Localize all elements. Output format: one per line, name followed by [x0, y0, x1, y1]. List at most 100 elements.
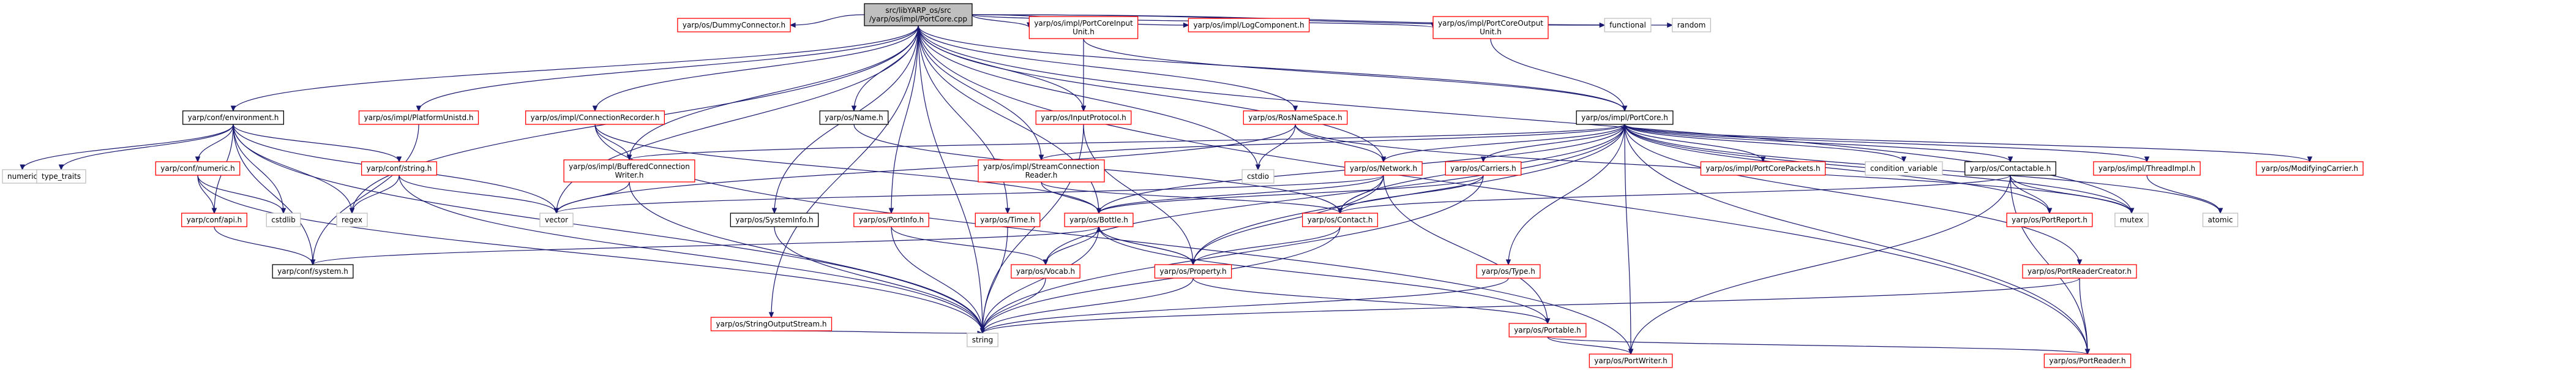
- node-vector: vector: [539, 213, 574, 227]
- edge: [1380, 124, 1625, 163]
- edge-root-to-pcinput: [972, 14, 1030, 28]
- edge: [20, 124, 234, 171]
- node-box: [1301, 213, 1379, 227]
- node-box: [1476, 264, 1541, 279]
- node-modcarrier[interactable]: yarp/os/ModifyingCarrier.h: [2256, 161, 2364, 176]
- edge: [918, 25, 1298, 112]
- edge-conf_env-to-type_traits: [61, 124, 234, 170]
- edge-arrowhead: [1038, 154, 1044, 161]
- node-stringos[interactable]: yarp/os/StringOutputStream.h: [710, 317, 833, 331]
- edge-network-to-property: [1193, 175, 1384, 265]
- edge-confnumeric-to-confapi: [197, 175, 215, 214]
- edge-contact-to-property: [1193, 226, 1341, 265]
- node-box: [563, 159, 695, 183]
- node-confapi[interactable]: yarp/conf/api.h: [181, 213, 247, 227]
- node-box: [2006, 213, 2093, 227]
- edge: [1080, 38, 1087, 112]
- node-portreport[interactable]: yarp/os/PortReport.h: [2006, 213, 2093, 227]
- node-time[interactable]: yarp/os/Time.h: [975, 213, 1041, 227]
- edge-arrowhead: [396, 156, 402, 163]
- edge-portable-to-portreader: [1547, 336, 2088, 355]
- node-sysinfo[interactable]: yarp/os/SystemInfo.h: [730, 213, 819, 227]
- edge: [1624, 124, 1634, 355]
- node-box: [2114, 213, 2149, 227]
- node-label: Writer.h: [615, 171, 644, 179]
- edge-portcore-to-contactable: [1624, 124, 2011, 162]
- node-name[interactable]: yarp/os/Name.h: [819, 110, 889, 125]
- node-carriers[interactable]: yarp/os/Carriers.h: [1445, 161, 1522, 176]
- node-portable[interactable]: yarp/os/Portable.h: [1508, 323, 1587, 338]
- edge-conf_env-to-numeric: [21, 124, 234, 170]
- node-portcore[interactable]: yarp/os/impl/PortCore.h: [1576, 110, 1674, 125]
- edge-streamconn-to-bottle: [1041, 181, 1099, 214]
- node-box: [2093, 161, 2201, 176]
- edge-conf_env-to-cstdlib: [233, 124, 284, 214]
- node-network[interactable]: yarp/os/Network.h: [1344, 161, 1423, 176]
- edge-arrowhead: [1096, 208, 1102, 214]
- edge-arrowhead: [771, 208, 777, 214]
- edge-portcore-to-pcpackets: [1624, 124, 1764, 162]
- node-box: [1445, 161, 1522, 176]
- edge-platunistd-to-confsystem: [312, 124, 419, 265]
- edge-confstring-to-regex: [351, 175, 400, 214]
- edge: [197, 175, 986, 334]
- node-box: [36, 169, 86, 184]
- node-box: [1188, 18, 1310, 32]
- node-label: yarp/os/PortReaderCreator.h: [2027, 267, 2132, 276]
- edge: [233, 124, 986, 334]
- node-inputproto[interactable]: yarp/os/InputProtocol.h: [1035, 110, 1132, 125]
- node-root[interactable]: src/libYARP_os/src/yarp/os/impl/PortCore…: [864, 3, 973, 26]
- node-confnumeric[interactable]: yarp/conf/numeric.h: [155, 161, 241, 176]
- node-threadimpl[interactable]: yarp/os/impl/ThreadImpl.h: [2093, 161, 2201, 176]
- node-portwriter[interactable]: yarp/os/PortWriter.h: [1589, 353, 1673, 368]
- edge-arrowhead: [211, 208, 217, 214]
- edge-arrowhead: [349, 208, 355, 214]
- node-box: [336, 213, 368, 227]
- node-box: [967, 333, 998, 347]
- edge-arrowhead: [1901, 156, 1907, 163]
- node-label: mutex: [2120, 216, 2143, 224]
- edge-portcore-to-modcarrier: [1624, 124, 2310, 162]
- edge: [1043, 226, 1099, 266]
- node-label: yarp/os/PortInfo.h: [859, 216, 924, 224]
- node-dummyconn[interactable]: yarp/os/DummyConnector.h: [677, 18, 791, 32]
- node-conf-env[interactable]: yarp/conf/environment.h: [182, 110, 285, 125]
- node-contact[interactable]: yarp/os/Contact.h: [1301, 213, 1379, 227]
- edge: [768, 25, 919, 319]
- node-logcomp[interactable]: yarp/os/impl/LogComponent.h: [1188, 18, 1310, 32]
- node-connrec[interactable]: yarp/os/impl/ConnectionRecorder.h: [525, 110, 665, 125]
- node-box: [1576, 110, 1674, 125]
- node-pcpackets[interactable]: yarp/os/impl/PortCorePackets.h: [1700, 161, 1826, 176]
- edge-arrowhead: [1544, 318, 1551, 325]
- file-nodes: src/libYARP_os/src/yarp/os/impl/PortCore…: [2, 3, 2364, 368]
- node-vocab[interactable]: yarp/os/Vocab.h: [1011, 264, 1080, 279]
- node-confsystem[interactable]: yarp/conf/system.h: [272, 264, 354, 279]
- node-contactable[interactable]: yarp/os/Contactable.h: [1964, 161, 2056, 176]
- node-box: [864, 3, 973, 26]
- node-portreader[interactable]: yarp/os/PortReader.h: [2043, 353, 2132, 368]
- node-rosns[interactable]: yarp/os/RosNameSpace.h: [1243, 110, 1348, 125]
- node-portinfo[interactable]: yarp/os/PortInfo.h: [853, 213, 929, 227]
- node-label: type_traits: [42, 172, 81, 181]
- node-label: yarp/os/DummyConnector.h: [683, 21, 785, 29]
- node-label: yarp/os/impl/ThreadImpl.h: [2099, 164, 2195, 173]
- node-box: [1508, 323, 1587, 338]
- node-platunistd[interactable]: yarp/os/impl/PlatformUnistd.h: [358, 110, 479, 125]
- edge-portinfo-to-vocab: [891, 226, 1046, 265]
- edge-arrowhead: [553, 208, 560, 214]
- edge: [2079, 278, 2091, 355]
- edge: [979, 278, 1194, 334]
- node-label: yarp/os/Bottle.h: [1069, 216, 1128, 224]
- edge-bottle-to-confsystem: [312, 226, 1099, 265]
- node-property[interactable]: yarp/os/Property.h: [1154, 264, 1232, 279]
- node-type[interactable]: yarp/os/Type.h: [1476, 264, 1541, 279]
- node-bottle[interactable]: yarp/os/Bottle.h: [1064, 213, 1134, 227]
- node-prcreator[interactable]: yarp/os/PortReaderCreator.h: [2022, 264, 2137, 279]
- edge-arrowhead: [2084, 349, 2091, 355]
- node-confstring[interactable]: yarp/conf/string.h: [361, 161, 438, 176]
- node-label: vector: [545, 216, 568, 224]
